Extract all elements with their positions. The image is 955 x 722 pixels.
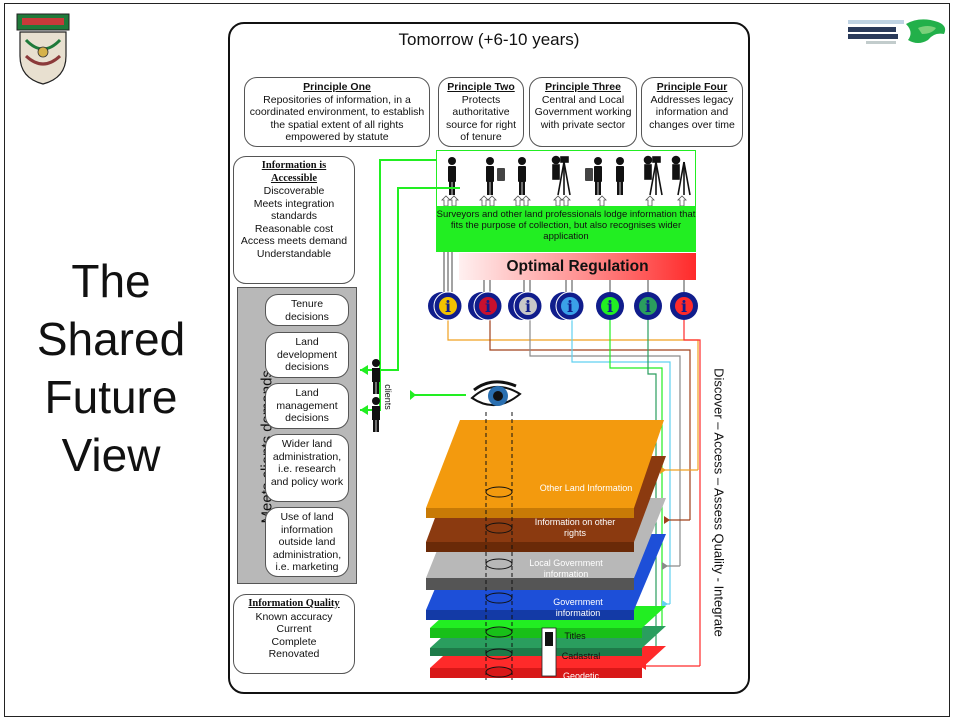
quality-item: Known accuracy (255, 610, 333, 623)
surveyors-icons (441, 155, 691, 207)
surveyor-tripod-icon (643, 155, 663, 196)
accessible-item: Meets integration standards (253, 197, 335, 223)
layer-label: Local Government information (529, 558, 603, 579)
principle-one-box: Principle One Repositories of informatio… (244, 77, 430, 147)
layer-label: Titles (564, 631, 586, 641)
info-glyph: i (567, 297, 573, 316)
info-glyph: i (445, 297, 451, 316)
layer-label: Cadastral (561, 651, 601, 661)
person-icon (616, 157, 624, 195)
slide-frame (4, 3, 950, 717)
person-icon (585, 157, 602, 195)
clients-label: clients (383, 378, 399, 418)
quality-item: Complete (271, 635, 317, 648)
optimal-regulation-bar: Optimal Regulation (459, 253, 696, 280)
land-information-logo (848, 18, 948, 48)
surveyor-tripod-icon (551, 155, 571, 196)
demand-item: Use of land information outside land adm… (265, 507, 349, 577)
accessible-title: Information is Accessible (261, 160, 327, 184)
principle-text: Protects authoritative source for right … (445, 93, 517, 144)
principle-title: Principle Four (656, 81, 728, 93)
slide-title: The Shared Future View (6, 252, 216, 484)
info-glyph: i (681, 297, 687, 316)
info-icon: i (634, 292, 662, 320)
quality-box: Information Quality Known accuracy Curre… (233, 594, 355, 674)
layer-label: Other Land Information (539, 483, 633, 493)
demand-item: Land development decisions (265, 332, 349, 378)
clients-label-text: clients (382, 384, 393, 410)
info-glyph: i (607, 297, 613, 316)
demand-item: Land management decisions (265, 383, 349, 429)
quality-item: Renovated (268, 648, 320, 660)
info-icon: i (428, 291, 463, 321)
info-icons-row: i i i i i i i (428, 291, 698, 321)
accessible-item: Access meets demand (240, 235, 348, 247)
quality-title: Information Quality (248, 598, 340, 609)
principle-three-box: Principle Three Central and Local Govern… (529, 77, 637, 147)
person-icon (372, 359, 380, 394)
layer-label: Information on other rights (534, 517, 616, 538)
demand-item: Wider land administration, i.e. research… (265, 434, 349, 502)
principle-two-box: Principle Two Protects authoritative sou… (438, 77, 524, 147)
info-glyph: i (485, 297, 491, 316)
discover-access-text: Discover – Access – Assess Quality - Int… (711, 368, 727, 637)
person-icon (518, 157, 526, 195)
accessible-box: Information is Accessible Discoverable M… (233, 156, 355, 284)
info-icon: i (508, 291, 543, 321)
principle-text: Central and Local Government working wit… (534, 93, 632, 131)
info-glyph: i (645, 297, 651, 316)
diagram-heading: Tomorrow (+6-10 years) (398, 30, 580, 49)
principle-title: Principle One (303, 81, 371, 93)
surveyor-tripod-icon (671, 155, 691, 196)
quality-item: Current (276, 623, 312, 635)
eye-icon (470, 380, 522, 406)
accessible-item: Reasonable cost (254, 222, 334, 235)
layer-stack (426, 412, 666, 680)
person-icon (372, 397, 380, 432)
info-icon: i (596, 292, 624, 320)
slide-title-line: Shared (36, 313, 186, 365)
person-icon (486, 157, 505, 195)
slide-title-line: The (71, 255, 151, 307)
accessible-item: Understandable (256, 247, 332, 260)
surveyors-text: Surveyors and other land professionals l… (436, 206, 696, 252)
info-glyph: i (525, 297, 531, 316)
up-arrows (441, 195, 687, 207)
layer-other-land (426, 420, 664, 518)
principle-text: Repositories of information, in a coordi… (249, 93, 425, 144)
slide-title-line: View (61, 429, 161, 481)
layer-label: Government information (553, 597, 603, 618)
discover-access-label: Discover – Access – Assess Quality - Int… (705, 355, 729, 637)
slide-title-line: Future (44, 371, 178, 423)
clients-figures (372, 359, 380, 432)
info-icon: i (550, 291, 585, 321)
principle-title: Principle Three (545, 81, 621, 93)
principle-four-box: Principle Four Addresses legacy informat… (641, 77, 743, 147)
principle-text: Addresses legacy information and changes… (649, 93, 735, 131)
info-icon: i (468, 291, 503, 321)
accessible-item: Discoverable (263, 185, 325, 197)
principle-title: Principle Two (447, 81, 515, 93)
crest-logo (16, 13, 70, 85)
layer-label: Geodetic (562, 671, 600, 681)
demand-item: Tenure decisions (265, 294, 349, 326)
info-icon: i (670, 292, 698, 320)
